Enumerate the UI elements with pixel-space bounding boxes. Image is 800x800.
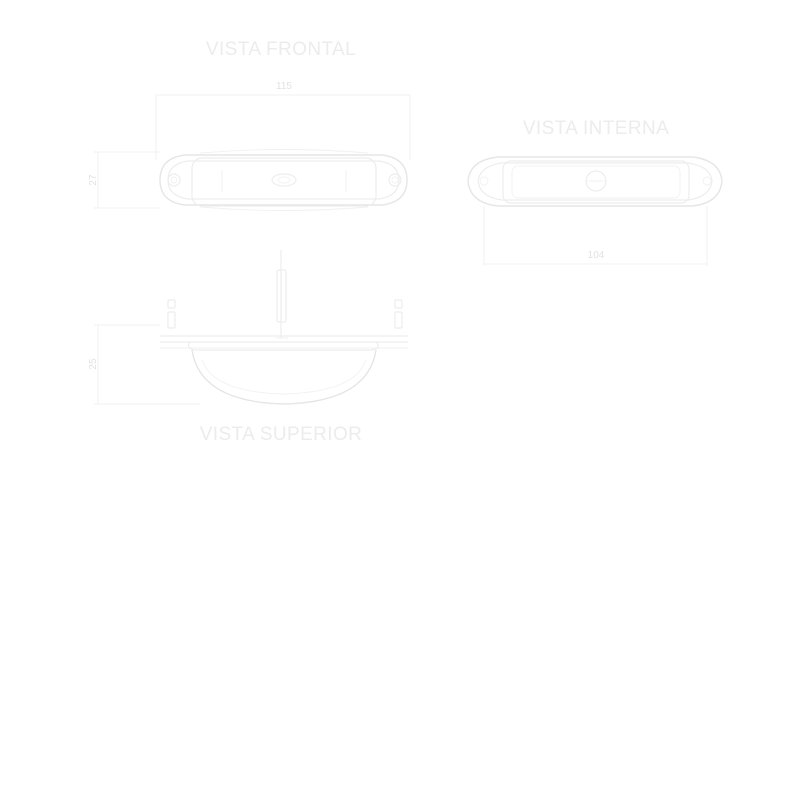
top-height-label: 25 xyxy=(88,358,99,370)
internal-lamp-outline xyxy=(467,156,723,207)
internal-width-label: 104 xyxy=(588,250,605,261)
front-height-label: 27 xyxy=(88,174,99,186)
front-lamp-outline xyxy=(159,149,408,211)
top-base-flange xyxy=(160,335,408,351)
front-view: VISTA FRONTAL 115 27 xyxy=(88,39,411,211)
internal-view-title: VISTA INTERNA xyxy=(523,118,669,139)
left-mount-hole xyxy=(167,173,181,187)
front-width-dimension: 115 xyxy=(155,81,411,160)
front-view-title: VISTA FRONTAL xyxy=(206,39,356,60)
left-screw xyxy=(167,299,176,329)
internal-view: VISTA INTERNA 104 xyxy=(467,118,723,266)
right-mount-hole xyxy=(388,173,402,187)
top-height-dimension: 25 xyxy=(88,324,200,405)
top-connector xyxy=(276,250,288,339)
right-screw xyxy=(394,299,403,329)
front-height-dimension: 27 xyxy=(88,151,160,209)
internal-width-dimension: 104 xyxy=(483,206,708,266)
top-view: 25 VISTA SUPERIOR xyxy=(88,250,408,445)
top-view-title: VISTA SUPERIOR xyxy=(200,424,363,445)
front-width-label: 115 xyxy=(276,81,292,92)
top-dome xyxy=(191,349,377,405)
